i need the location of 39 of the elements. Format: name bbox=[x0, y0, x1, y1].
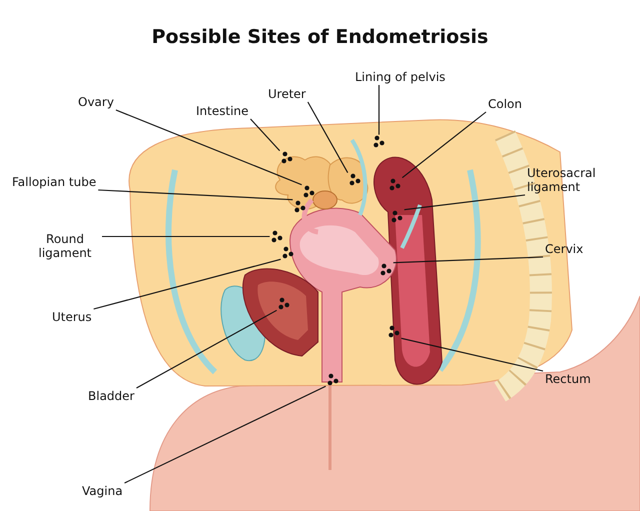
leader-line bbox=[401, 338, 544, 372]
lesion-dots bbox=[272, 230, 282, 242]
lesion-dots bbox=[350, 174, 360, 186]
leader-line bbox=[402, 112, 486, 178]
lesion-dots bbox=[328, 374, 338, 386]
leader-line bbox=[116, 109, 302, 186]
lesion-dots bbox=[390, 178, 400, 190]
part-label: Uterus bbox=[52, 310, 92, 324]
leader-line bbox=[136, 310, 277, 388]
part-label: Uterosacral ligament bbox=[527, 166, 609, 194]
part-label: Round ligament bbox=[30, 232, 100, 260]
leader-line bbox=[102, 236, 270, 238]
part-label: Cervix bbox=[545, 242, 584, 256]
leader-line bbox=[94, 258, 281, 310]
lesion-dots bbox=[388, 326, 400, 338]
lesion-dots bbox=[282, 246, 294, 258]
lesion-dots bbox=[278, 298, 290, 310]
part-label: Rectum bbox=[545, 372, 591, 386]
lesion-dots bbox=[294, 200, 306, 212]
leader-line bbox=[307, 102, 348, 173]
part-label: Colon bbox=[488, 97, 522, 111]
lesion-dots bbox=[392, 210, 402, 222]
part-label: Lining of pelvis bbox=[355, 70, 446, 84]
lesion-dots bbox=[282, 152, 292, 164]
part-label: Vagina bbox=[82, 484, 123, 498]
lesion-dots bbox=[304, 186, 314, 198]
part-label: Bladder bbox=[88, 389, 134, 403]
part-label: Intestine bbox=[196, 104, 249, 118]
lesion-dots bbox=[380, 264, 392, 276]
leader-line bbox=[404, 194, 526, 210]
diagram-title: Possible Sites of Endometriosis bbox=[150, 26, 490, 48]
leader-line bbox=[378, 85, 380, 135]
lesion-dots bbox=[374, 136, 384, 148]
leader-line bbox=[393, 256, 544, 264]
leader-line bbox=[124, 386, 326, 484]
part-label: Fallopian tube bbox=[12, 175, 96, 189]
part-label: Ovary bbox=[78, 95, 114, 109]
part-label: Ureter bbox=[268, 87, 306, 101]
leader-line bbox=[98, 189, 293, 200]
